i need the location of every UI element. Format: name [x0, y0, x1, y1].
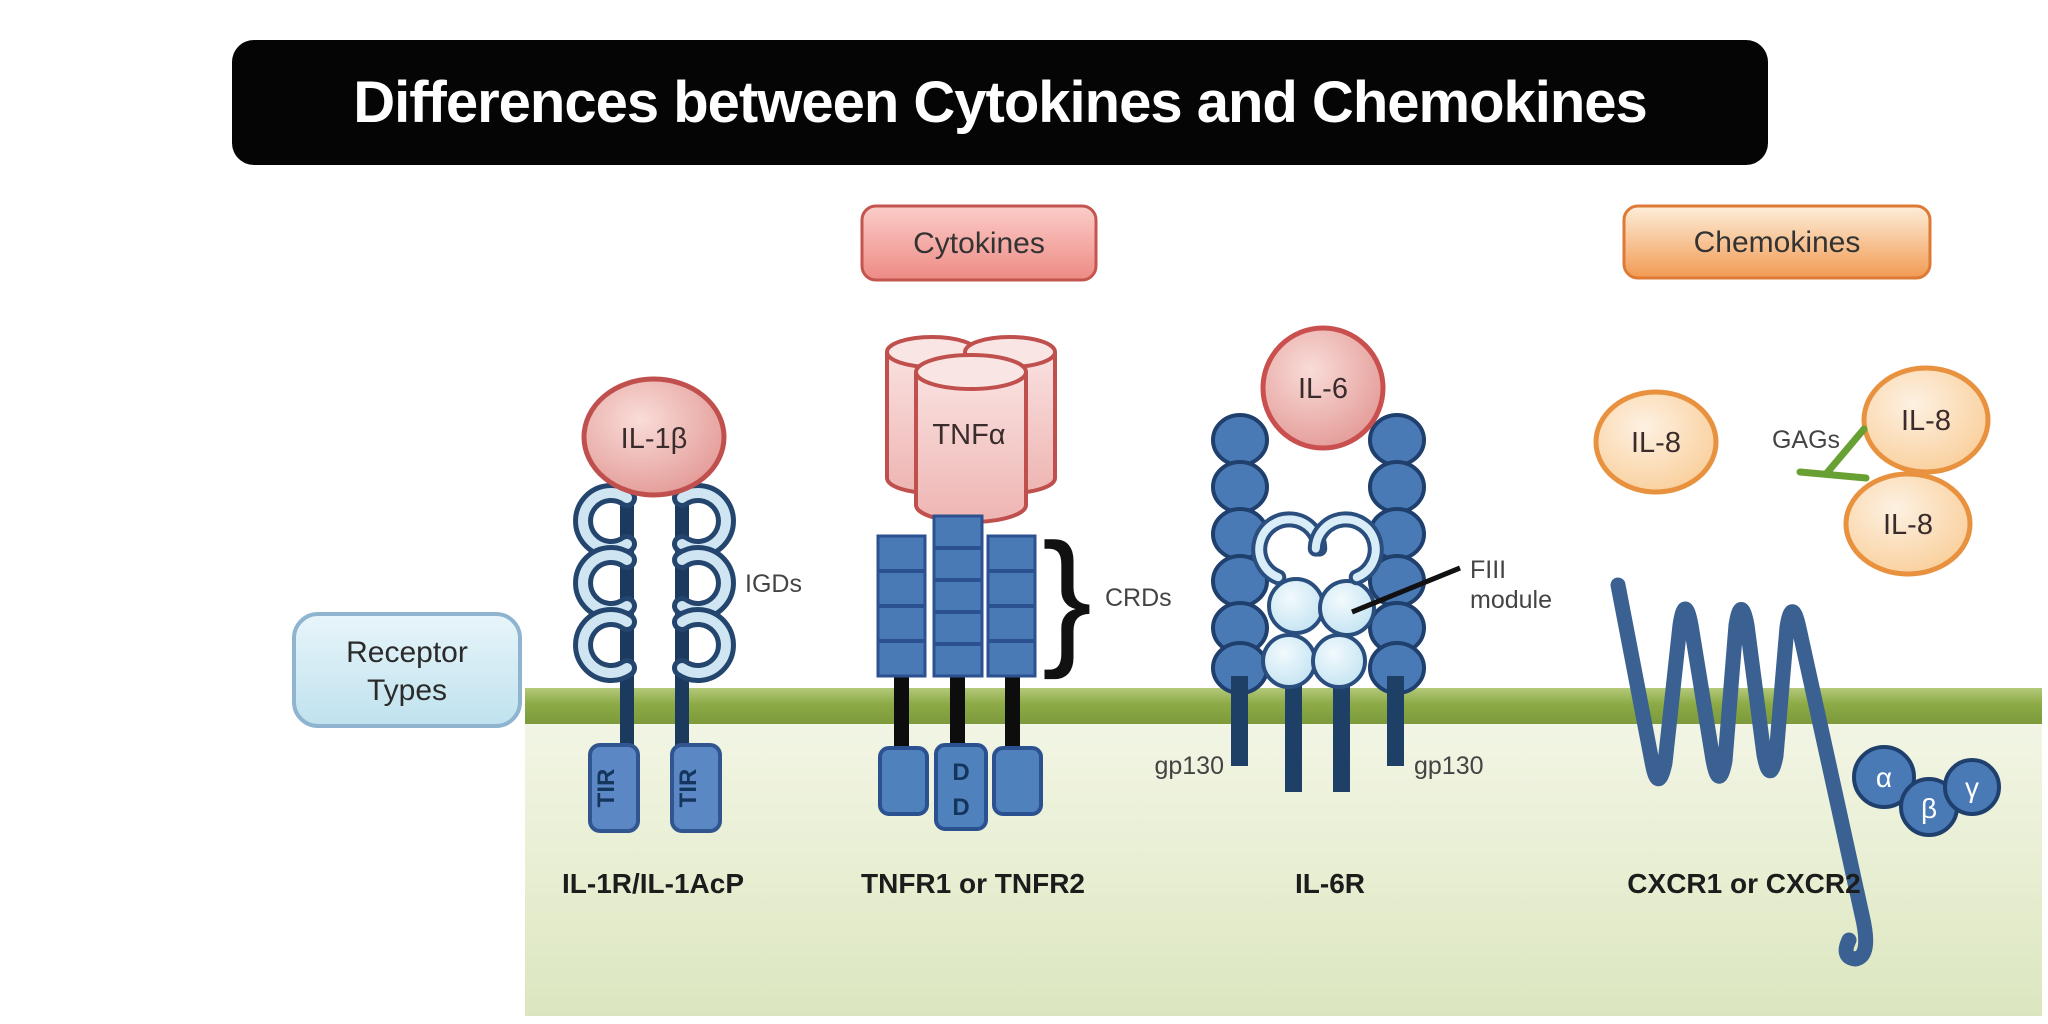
- tnfr-receptor-label: TNFR1 or TNFR2: [861, 868, 1085, 899]
- chemokines-chip: Chemokines: [1622, 204, 1932, 280]
- receptor-types-line2: Types: [367, 674, 447, 707]
- cytokines-chip: Cytokines: [860, 204, 1098, 282]
- tir-domain-left: [588, 743, 640, 833]
- gag-chain-line: [1796, 468, 1870, 482]
- il6r-stem: [1333, 680, 1350, 792]
- fiii-pointer-line: [1351, 565, 1461, 615]
- g-protein-alpha: [1852, 745, 1916, 809]
- title-background: [232, 40, 1768, 165]
- g-gamma-label: γ: [1965, 772, 1979, 803]
- g-alpha-label: α: [1876, 762, 1892, 793]
- dd-label-top: D: [952, 759, 969, 786]
- tir-domain-right: [670, 743, 722, 833]
- il1b-ligand: [581, 376, 727, 498]
- dd-box-left: [878, 746, 929, 816]
- gp130-left-label: gp130: [1154, 752, 1224, 780]
- il6r-stem: [1285, 680, 1302, 792]
- gp130-bead: [1211, 460, 1269, 514]
- igds-annotation: IGDs: [745, 570, 802, 598]
- il8-ligand-top: [1861, 365, 1991, 475]
- receptor-types-box: Receptor Types: [292, 612, 522, 728]
- tnfa-cylinder-top: [914, 353, 1028, 391]
- title-banner: Differences between Cytokines and Chemok…: [232, 40, 1768, 165]
- il1b-ligand-label: IL-1β: [621, 423, 688, 455]
- tnfa-ligand: TNFα: [885, 335, 1057, 524]
- chemokine-receptor-group: IL-8 IL-8 IL-8 GAGs α β γ CXCR1 or CXCR2: [1593, 365, 2001, 967]
- il1r-receptor-label: IL-1R/IL-1AcP: [562, 868, 744, 899]
- gp130-bead: [1368, 460, 1426, 514]
- page-title: Differences between Cytokines and Chemok…: [353, 70, 1647, 135]
- tir-left-label: TIR: [593, 769, 620, 808]
- cytokines-chip-label: Cytokines: [913, 227, 1045, 260]
- il8-single-label: IL-8: [1631, 427, 1681, 459]
- il8-ligand-single: [1593, 389, 1719, 495]
- chemokines-chip-label: Chemokines: [1694, 226, 1861, 259]
- g-protein-gamma: [1943, 758, 2001, 816]
- fiii-annotation-line2: module: [1470, 586, 1552, 614]
- receptor-types-bg: [292, 612, 522, 728]
- tnfa-ligand-label: TNFα: [932, 419, 1005, 451]
- crd-stack-middle: [932, 514, 984, 678]
- il6r-receptor-label: IL-6R: [1295, 868, 1365, 899]
- gp130-bead: [1368, 413, 1426, 467]
- cell-membrane: [525, 688, 2042, 724]
- cytokines-chip-bg: [860, 204, 1098, 282]
- dd-box-right: [992, 746, 1043, 816]
- cxcr-receptor-label: CXCR1 or CXCR2: [1627, 868, 1860, 899]
- dd-label-bottom: D: [952, 794, 969, 821]
- il8-ligand-bottom: [1843, 471, 1973, 577]
- gp130-right-label: gp130: [1414, 752, 1484, 780]
- fiii-module-circle: [1267, 577, 1325, 635]
- il6r-stem: [1231, 676, 1248, 766]
- serpentine-receptor: [1610, 577, 1874, 967]
- tnfr-stem: [1005, 670, 1020, 754]
- fiii-annotation-line1: FIII: [1470, 556, 1506, 584]
- tnfr-stem: [950, 670, 965, 758]
- il8-bottom-label: IL-8: [1883, 509, 1933, 541]
- fiii-module-circle: [1261, 633, 1317, 689]
- tnfr-stem: [894, 670, 909, 754]
- crds-annotation: CRDs: [1105, 584, 1172, 612]
- il6r-stem: [1387, 676, 1404, 766]
- il6-receptor-group: IL-6 FIII module gp130 gp130 IL-6R: [1154, 325, 1552, 899]
- gag-chain-branch: [1822, 425, 1868, 478]
- il6-ligand: [1260, 325, 1386, 451]
- tir-right-label: TIR: [675, 769, 702, 808]
- chemokines-chip-bg: [1622, 204, 1932, 280]
- crds-bracket: }: [1042, 512, 1092, 680]
- il1-receptor-group: IL-1β IGDs TIR TIR IL-1R/IL-1AcP: [562, 376, 802, 899]
- gags-annotation: GAGs: [1772, 426, 1840, 454]
- cytoplasm-region: [525, 700, 2042, 1016]
- il8-top-label: IL-8: [1901, 405, 1951, 437]
- death-domain-box: [934, 743, 988, 831]
- fiii-module-circle: [1311, 633, 1367, 689]
- il6-ligand-label: IL-6: [1298, 373, 1348, 405]
- g-beta-label: β: [1921, 793, 1937, 824]
- receptor-types-line1: Receptor: [346, 636, 468, 669]
- crd-stacks: [876, 514, 1037, 678]
- tnf-receptor-group: TNFα } CRDs D D TNFR1 or: [861, 335, 1172, 899]
- gp130-bead: [1211, 413, 1269, 467]
